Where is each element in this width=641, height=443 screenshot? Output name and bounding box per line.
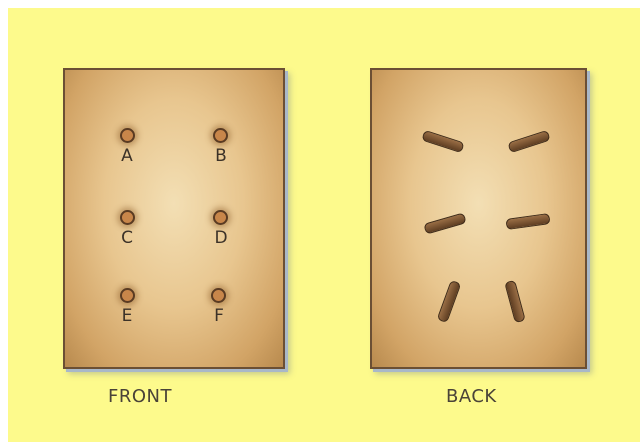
back-board: [370, 68, 587, 369]
hole-b: [213, 128, 228, 143]
front-board: A B C D E F: [63, 68, 285, 369]
hole-c: [120, 210, 135, 225]
hole-f: [211, 288, 226, 303]
hole-label-f: F: [209, 306, 229, 326]
hole-label-e: E: [117, 306, 137, 326]
hole-e: [120, 288, 135, 303]
lace-segment-bottom-right: [504, 280, 525, 323]
hole-label-b: B: [211, 146, 231, 166]
back-caption: BACK: [446, 386, 497, 407]
illustration-canvas: A B C D E F FRONT BACK: [8, 8, 640, 442]
hole-label-d: D: [211, 228, 231, 248]
hole-label-a: A: [117, 146, 137, 166]
lace-segment-top-left: [421, 130, 464, 153]
hole-a: [120, 128, 135, 143]
lace-segment-middle-right: [505, 213, 550, 230]
lace-segment-bottom-left: [437, 280, 462, 323]
lace-segment-top-right: [507, 130, 550, 153]
lace-segment-middle-left: [423, 212, 466, 234]
hole-d: [213, 210, 228, 225]
hole-label-c: C: [117, 228, 137, 248]
front-caption: FRONT: [108, 386, 172, 407]
